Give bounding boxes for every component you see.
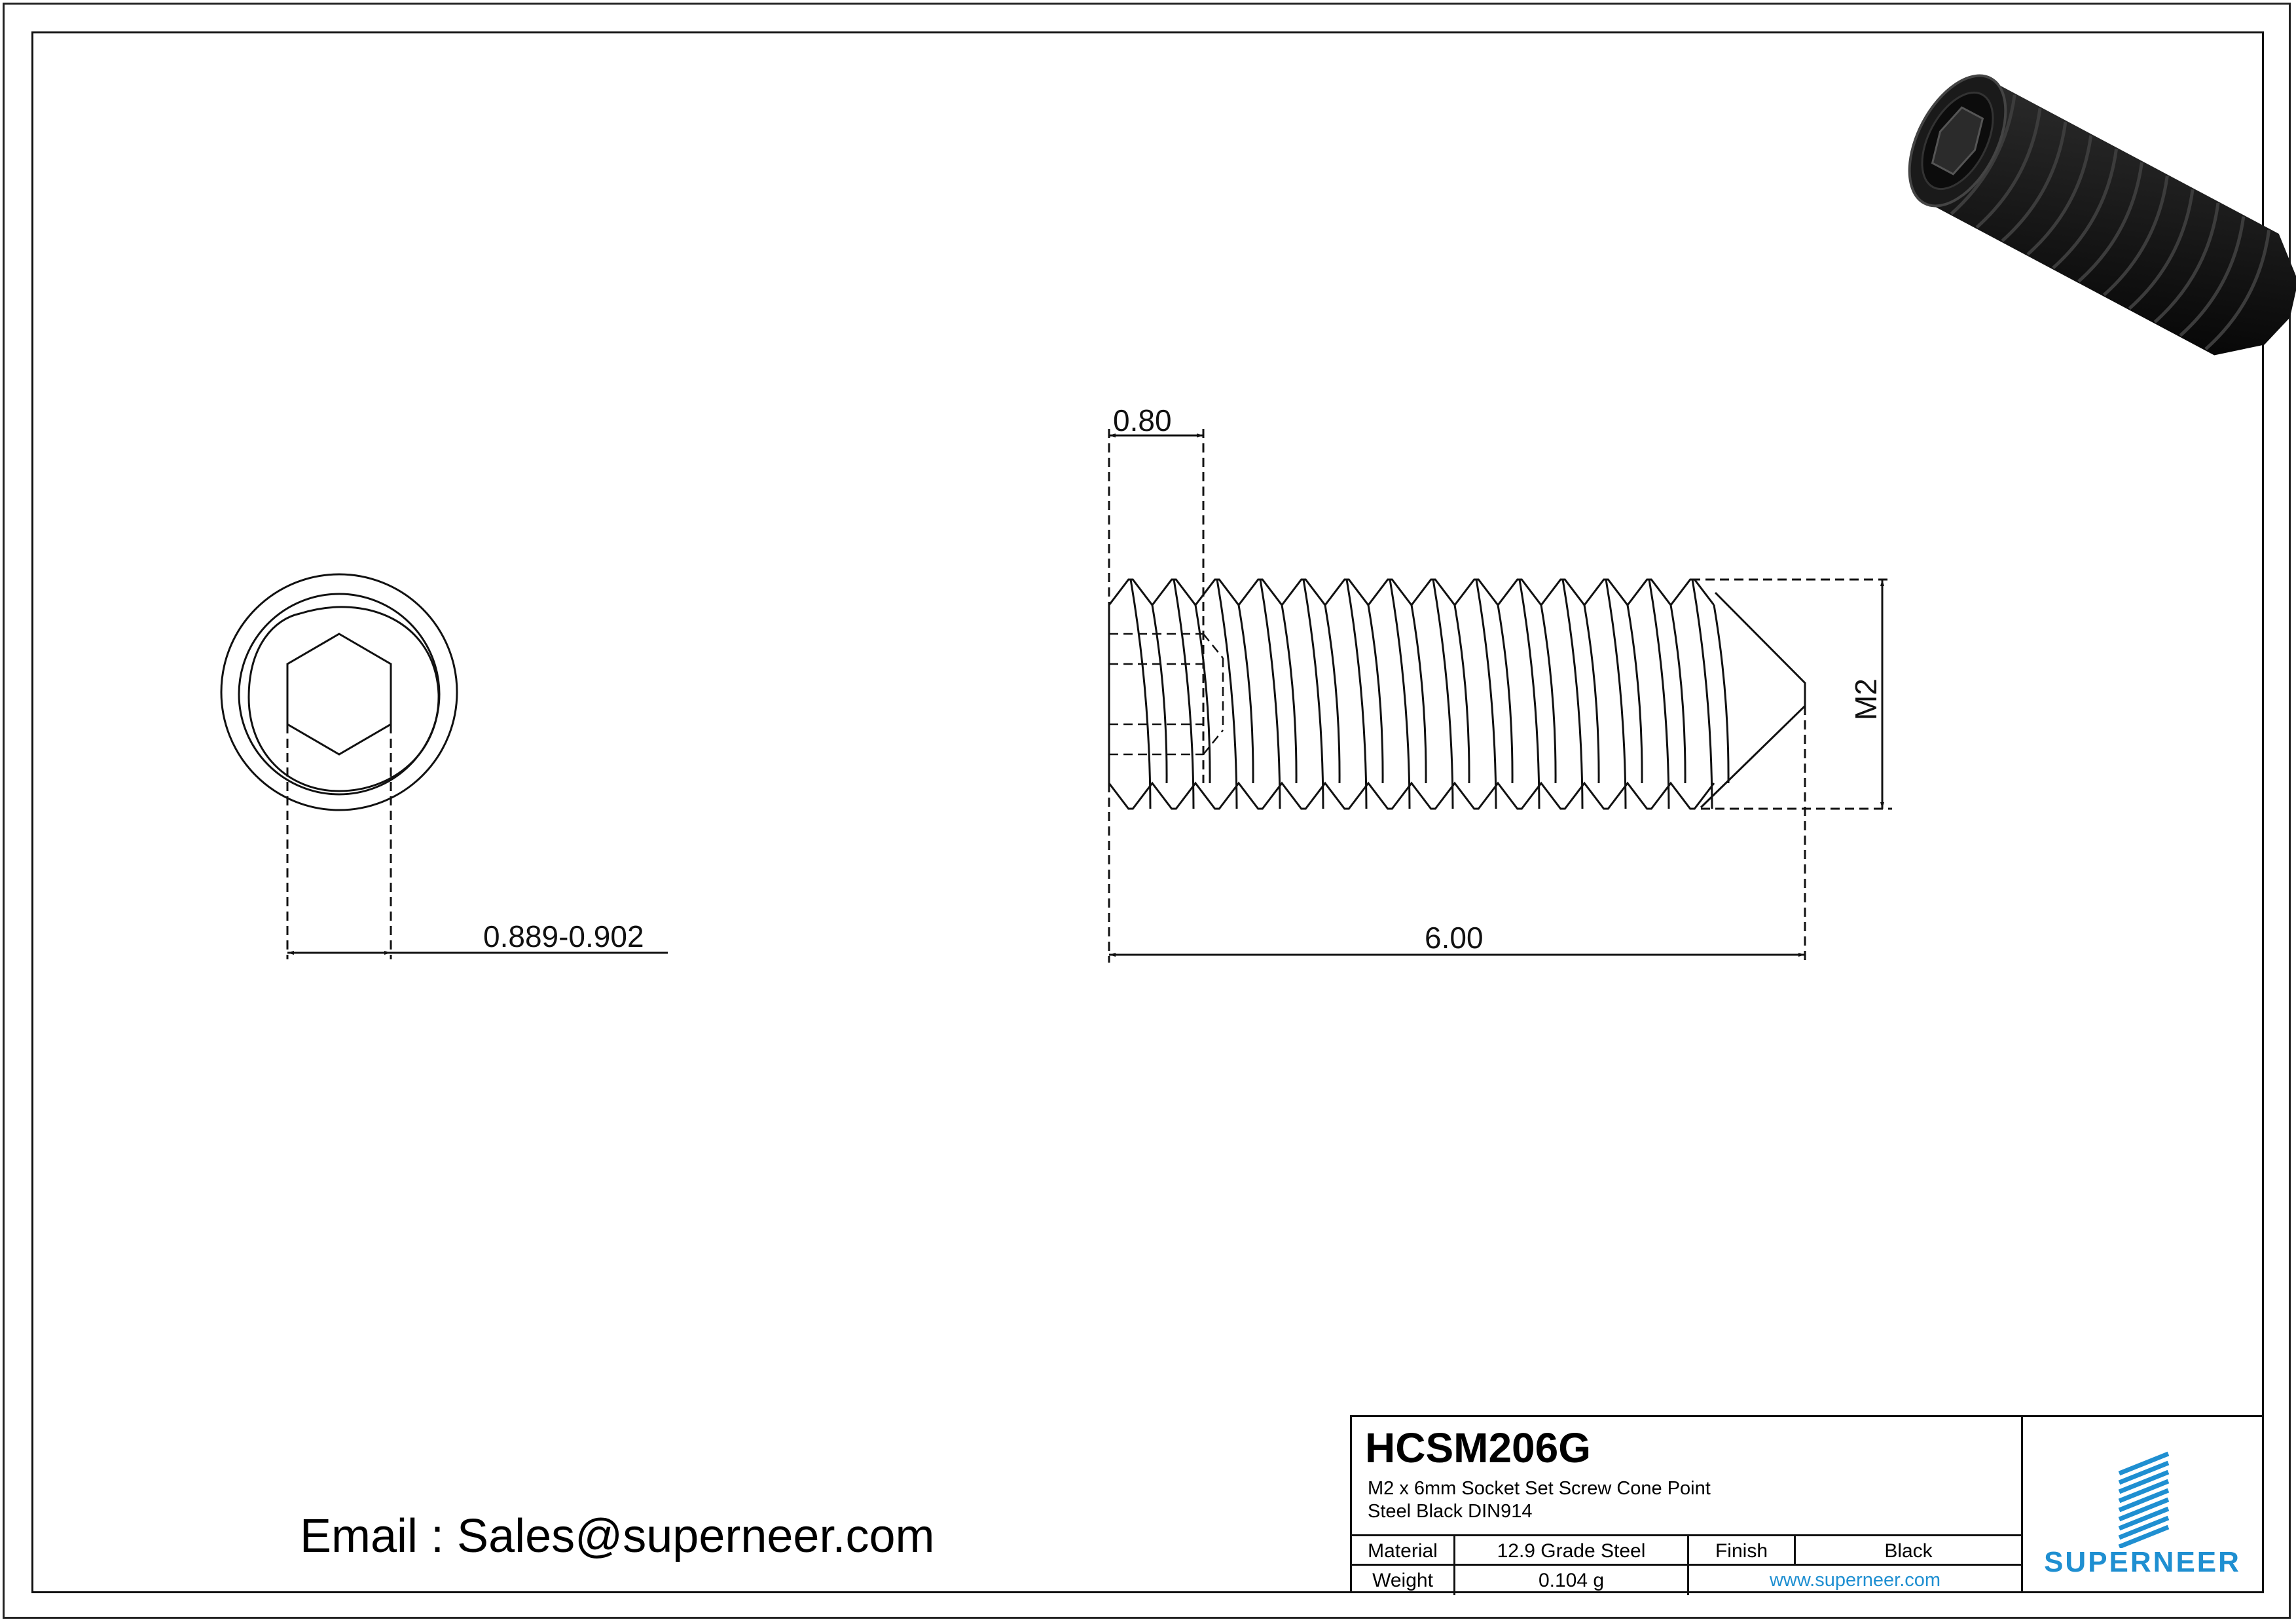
title-block-info: HCSM206G M2 x 6mm Socket Set Screw Cone … xyxy=(1352,1417,2023,1595)
thread-profile xyxy=(1108,578,1730,810)
part-number: HCSM206G xyxy=(1365,1424,1591,1471)
thread-root-line xyxy=(1669,604,1686,784)
iso-thread-ring xyxy=(2077,162,2143,283)
website-link[interactable]: www.superneer.com xyxy=(1769,1570,1941,1591)
iso-thread-ring xyxy=(1975,108,2042,229)
logo-stripe xyxy=(2118,1451,2170,1476)
material-label: Material xyxy=(1352,1536,1455,1566)
logo-stripe xyxy=(2118,1506,2170,1531)
diameter-dimension xyxy=(1691,578,1892,810)
thread-root-line xyxy=(1324,604,1341,784)
iso-thread-ring xyxy=(2001,121,2068,242)
length-dimension-label: 6.00 xyxy=(1425,921,1484,955)
thread-crest-line xyxy=(1561,579,1584,809)
weight-row: Weight 0.104 g www.superneer.com xyxy=(1352,1564,2021,1595)
logo-stripe xyxy=(2118,1524,2170,1549)
thread-root-line xyxy=(1237,604,1254,784)
thread-bottom-profile xyxy=(1108,781,1715,810)
iso-thread-ring xyxy=(2052,149,2119,270)
superneer-logo-icon xyxy=(2118,1451,2170,1549)
thread-top-profile xyxy=(1108,578,1715,607)
part-description-line1: M2 x 6mm Socket Set Screw Cone Point xyxy=(1368,1478,1711,1499)
title-block: HCSM206G M2 x 6mm Socket Set Screw Cone … xyxy=(1350,1415,2264,1595)
thread-crest-line xyxy=(1216,579,1238,809)
end-view-thread-spiral xyxy=(247,606,440,792)
thread-crest-line xyxy=(1302,579,1324,809)
thread-crest-line xyxy=(1648,579,1670,809)
iso-thread-ring xyxy=(2204,229,2271,351)
logo-stripe xyxy=(2118,1488,2170,1513)
finish-value: Black xyxy=(1884,1540,1933,1562)
thread-root-line xyxy=(1367,604,1384,784)
iso-thread-ring xyxy=(1950,94,2016,215)
thread-root-line xyxy=(1583,604,1600,784)
socket-dimension-label: 0.889-0.902 xyxy=(483,919,644,953)
iso-thread-ring xyxy=(2102,175,2169,297)
iso-thread-ring xyxy=(2179,216,2246,337)
pitch-dimension xyxy=(1108,429,1205,783)
logo-stripe xyxy=(2118,1497,2170,1522)
diameter-dimension-label: M2 xyxy=(1849,678,1883,720)
thread-crest-line xyxy=(1173,579,1195,809)
thread-root-line xyxy=(1497,604,1514,784)
thread-crest-line xyxy=(1129,579,1152,809)
pitch-dimension-label: 0.80 xyxy=(1113,403,1172,437)
thread-root-line xyxy=(1194,604,1211,784)
thread-crest-line xyxy=(1345,579,1368,809)
socket-hidden-lines xyxy=(1109,633,1224,756)
thread-root-line xyxy=(1626,604,1643,784)
iso-thread-ring xyxy=(2153,202,2220,323)
thread-root-line xyxy=(1453,604,1470,784)
contact-email: Email : Sales@superneer.com xyxy=(300,1510,935,1562)
side-view xyxy=(1108,578,1806,810)
logo-stripe xyxy=(2118,1479,2170,1504)
finish-label: Finish xyxy=(1689,1536,1796,1566)
drawing-frame xyxy=(31,31,2264,1593)
thread-crest-line xyxy=(1259,579,1281,809)
part-description-line2: Steel Black DIN914 xyxy=(1368,1501,1533,1522)
iso-thread-ring xyxy=(2026,135,2093,256)
thread-crest-line xyxy=(1475,579,1497,809)
end-view-outer-circle xyxy=(220,573,458,811)
thread-root-line xyxy=(1410,604,1427,784)
brand-name: SUPERNEER xyxy=(2044,1546,2241,1578)
thread-crest-line xyxy=(1432,579,1454,809)
logo-stripe xyxy=(2118,1460,2170,1485)
brand-logo: SUPERNEER xyxy=(2021,1417,2264,1593)
thread-crest-line xyxy=(1518,579,1540,809)
thread-root-line xyxy=(1281,604,1298,784)
cone-point xyxy=(1700,591,1806,809)
iso-thread-ring xyxy=(2128,189,2195,310)
material-finish-row: Material 12.9 Grade Steel Finish Black xyxy=(1352,1534,2021,1566)
weight-value: 0.104 g xyxy=(1455,1566,1689,1595)
isometric-screw-image xyxy=(1908,74,2296,356)
material-value: 12.9 Grade Steel xyxy=(1455,1536,1689,1566)
thread-root-line xyxy=(1151,604,1168,784)
thread-crest-line xyxy=(1389,579,1411,809)
length-dimension xyxy=(1108,706,1806,963)
logo-stripe xyxy=(2118,1515,2170,1540)
thread-crest-line xyxy=(1691,579,1713,809)
end-view-hex-socket xyxy=(286,633,392,756)
end-view xyxy=(220,573,458,959)
weight-label: Weight xyxy=(1352,1566,1455,1595)
thread-root-line xyxy=(1540,604,1557,784)
thread-root-line xyxy=(1713,604,1730,784)
logo-stripe xyxy=(2118,1469,2170,1494)
sheet-border xyxy=(3,3,2291,1619)
thread-crest-line xyxy=(1605,579,1627,809)
